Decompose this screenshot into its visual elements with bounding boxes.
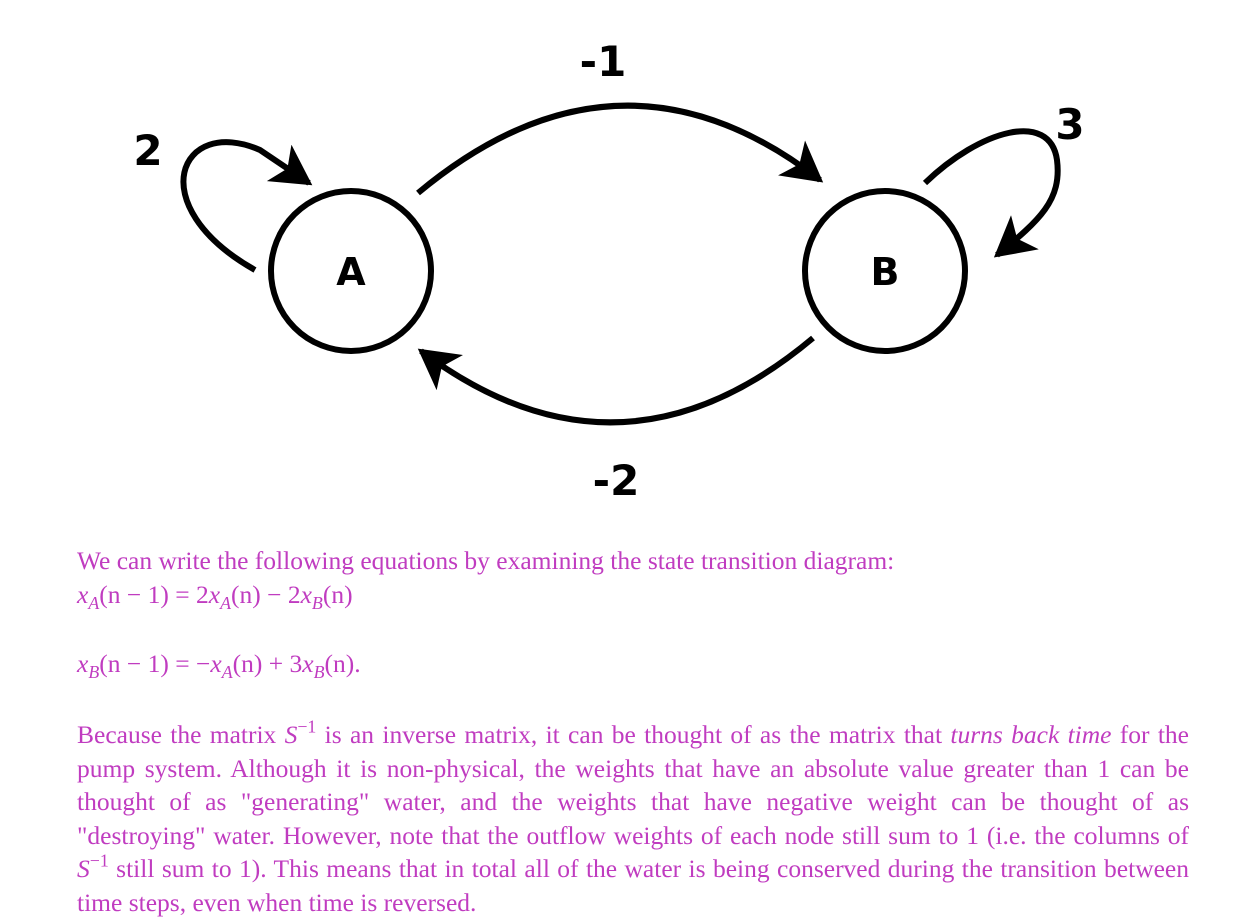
eq2-mid: (n) + 3 — [232, 649, 303, 678]
eq2-sub-a: A — [221, 662, 233, 683]
eq1-end: (n) — [322, 580, 353, 609]
eq2-x3: x — [302, 649, 314, 678]
eq1-mid: (n) − 2 — [230, 580, 301, 609]
para-part-2: is an inverse matrix, it can be thought … — [316, 720, 951, 749]
eq1-x: x — [77, 580, 89, 609]
para-matrix-s2-sup: −1 — [89, 850, 109, 871]
eq2-x2: x — [210, 649, 222, 678]
para-matrix-s: S — [284, 720, 298, 749]
eq1-sub-a: A — [88, 593, 100, 614]
eq2-sub-b: B — [88, 662, 100, 683]
self-loop-b-weight: 3 — [1055, 100, 1084, 149]
eq1-sub-b: B — [311, 593, 323, 614]
eq1-lhs: (n − 1) = 2 — [99, 580, 209, 609]
eq1-x2: x — [208, 580, 221, 609]
node-a — [268, 188, 434, 354]
eq1-x3: x — [300, 580, 312, 609]
eq1-sub-a2: A — [220, 593, 231, 614]
intro-text: We can write the following equations by … — [77, 544, 1189, 578]
explanation-paragraph: Because the matrix S−1 is an inverse mat… — [77, 716, 1189, 919]
eq2-lhs: (n − 1) = − — [99, 649, 211, 678]
para-part-3: for the pump system. Although it is non-… — [77, 720, 1189, 850]
para-part-4: still sum to 1). This means that in tota… — [77, 854, 1189, 917]
self-loop-b-arrow — [922, 128, 1061, 258]
self-loop-a-weight: 2 — [133, 126, 162, 175]
para-part-1: Because the matrix — [77, 720, 285, 749]
edge-b-to-a-weight: -2 — [593, 456, 640, 505]
intro-sentence: We can write the following equations by … — [77, 546, 895, 575]
node-b — [802, 188, 968, 354]
node-a-label: A — [336, 250, 366, 294]
equation-1: xA(n − 1) = 2xA(n) − 2xB(n) — [77, 578, 1189, 612]
edge-b-to-a-arrow — [417, 335, 815, 426]
node-b-label: B — [871, 250, 900, 294]
edge-a-to-b-arrow — [416, 102, 824, 196]
eq2-sub-b2: B — [313, 662, 325, 683]
para-italic: turns back time — [950, 720, 1112, 749]
para-matrix-s-sup: −1 — [297, 716, 317, 737]
eq2-end: (n). — [324, 649, 361, 678]
state-transition-diagram: A B 2 -1 3 -2 — [133, 37, 1084, 505]
self-loop-a-arrow — [180, 139, 313, 273]
equation-2: xB(n − 1) = −xA(n) + 3xB(n). — [77, 647, 1189, 681]
eq2-x: x — [77, 649, 89, 678]
para-matrix-s2: S — [77, 854, 90, 883]
edge-a-to-b-weight: -1 — [580, 37, 627, 86]
